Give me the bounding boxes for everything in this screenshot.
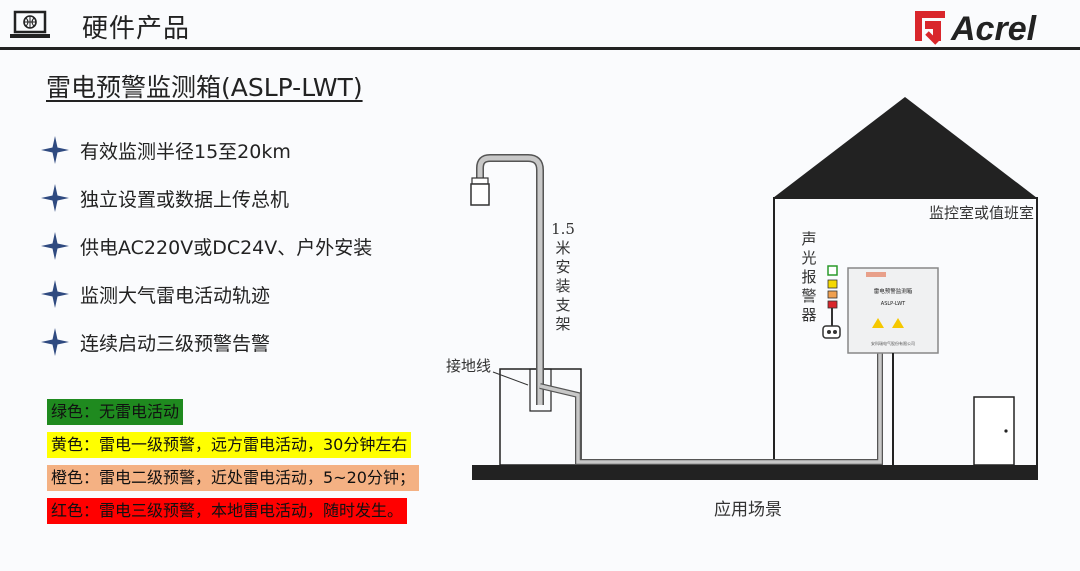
- door: [973, 396, 1015, 466]
- pole-label-char: 米: [555, 239, 571, 257]
- alarm-light-red: [827, 300, 838, 309]
- feature-text: 独立设置或数据上传总机: [80, 188, 290, 211]
- star-bullet-icon: [41, 280, 69, 308]
- alarm-light-orange: [827, 290, 838, 299]
- alarm-light-yellow: [827, 279, 838, 289]
- device-footer-text: 安科瑞电气股份有限公司: [871, 340, 915, 346]
- header-title: 硬件产品: [82, 14, 191, 44]
- top-bar: 硬件产品 Acrel: [0, 0, 1080, 50]
- ground-wire-label: 接地线: [446, 357, 492, 375]
- svg-text:Acrel: Acrel: [950, 10, 1038, 47]
- legend-green: 绿色：无雷电活动: [47, 399, 184, 425]
- feature-item: 独立设置或数据上传总机: [40, 182, 289, 214]
- alarm-label-char: 声: [801, 230, 817, 248]
- device-model-text: ASLP-LWT: [881, 301, 906, 307]
- scene-label: 应用场景: [714, 500, 782, 520]
- ground-slab: [472, 465, 1038, 480]
- legend-orange: 橙色：雷电二级预警，近处雷电活动，5~20分钟；: [47, 465, 419, 491]
- feature-text: 连续启动三级预警告警: [80, 332, 271, 355]
- feature-text: 监测大气雷电活动轨迹: [80, 284, 271, 307]
- laptop-icon: [10, 10, 50, 38]
- pole-label-char: 装: [555, 277, 571, 295]
- feature-item: 连续启动三级预警告警: [40, 326, 270, 358]
- feature-text: 供电AC220V或DC24V、户外安装: [80, 236, 373, 259]
- page-title: 雷电预警监测箱(ASLP-LWT): [46, 73, 363, 102]
- device-box: [847, 267, 939, 354]
- star-bullet-icon: [41, 328, 69, 356]
- alarm-label-char: 器: [801, 306, 817, 324]
- house-wall: [773, 197, 1038, 467]
- pole-label: 1.5 米 安 装 支 架: [551, 220, 575, 334]
- star-bullet-icon: [41, 184, 69, 212]
- house-roof: [773, 97, 1037, 198]
- pole-label-char: 架: [555, 315, 571, 333]
- alarm-light-green: [827, 265, 838, 276]
- pole-label-char: 支: [555, 296, 571, 314]
- alarm-label-char: 光: [801, 249, 817, 267]
- alarm-label-char: 警: [801, 287, 817, 305]
- sensor-head: [470, 183, 490, 206]
- feature-item: 有效监测半径15至20km: [40, 134, 291, 166]
- device-title-text: 雷电预警监测箱: [874, 287, 913, 295]
- header-divider: [0, 47, 1080, 50]
- star-bullet-icon: [41, 136, 69, 164]
- room-label: 监控室或值班室: [929, 204, 1035, 222]
- feature-text: 有效监测半径15至20km: [80, 140, 291, 163]
- alarm-label: 声 光 报 警 器: [798, 230, 820, 325]
- pole-label-char: 1.5: [551, 220, 575, 238]
- legend-red: 红色：雷电三级预警，本地雷电活动，随时发生。: [47, 498, 408, 524]
- legend-yellow: 黄色：雷电一级预警，远方雷电活动，30分钟左右: [47, 432, 412, 458]
- feature-item: 监测大气雷电活动轨迹: [40, 278, 270, 310]
- star-bullet-icon: [41, 232, 69, 260]
- feature-item: 供电AC220V或DC24V、户外安装: [40, 230, 372, 262]
- pole-label-char: 安: [555, 258, 571, 276]
- acrel-logo: Acrel: [915, 10, 1038, 47]
- alarm-label-char: 报: [801, 268, 817, 286]
